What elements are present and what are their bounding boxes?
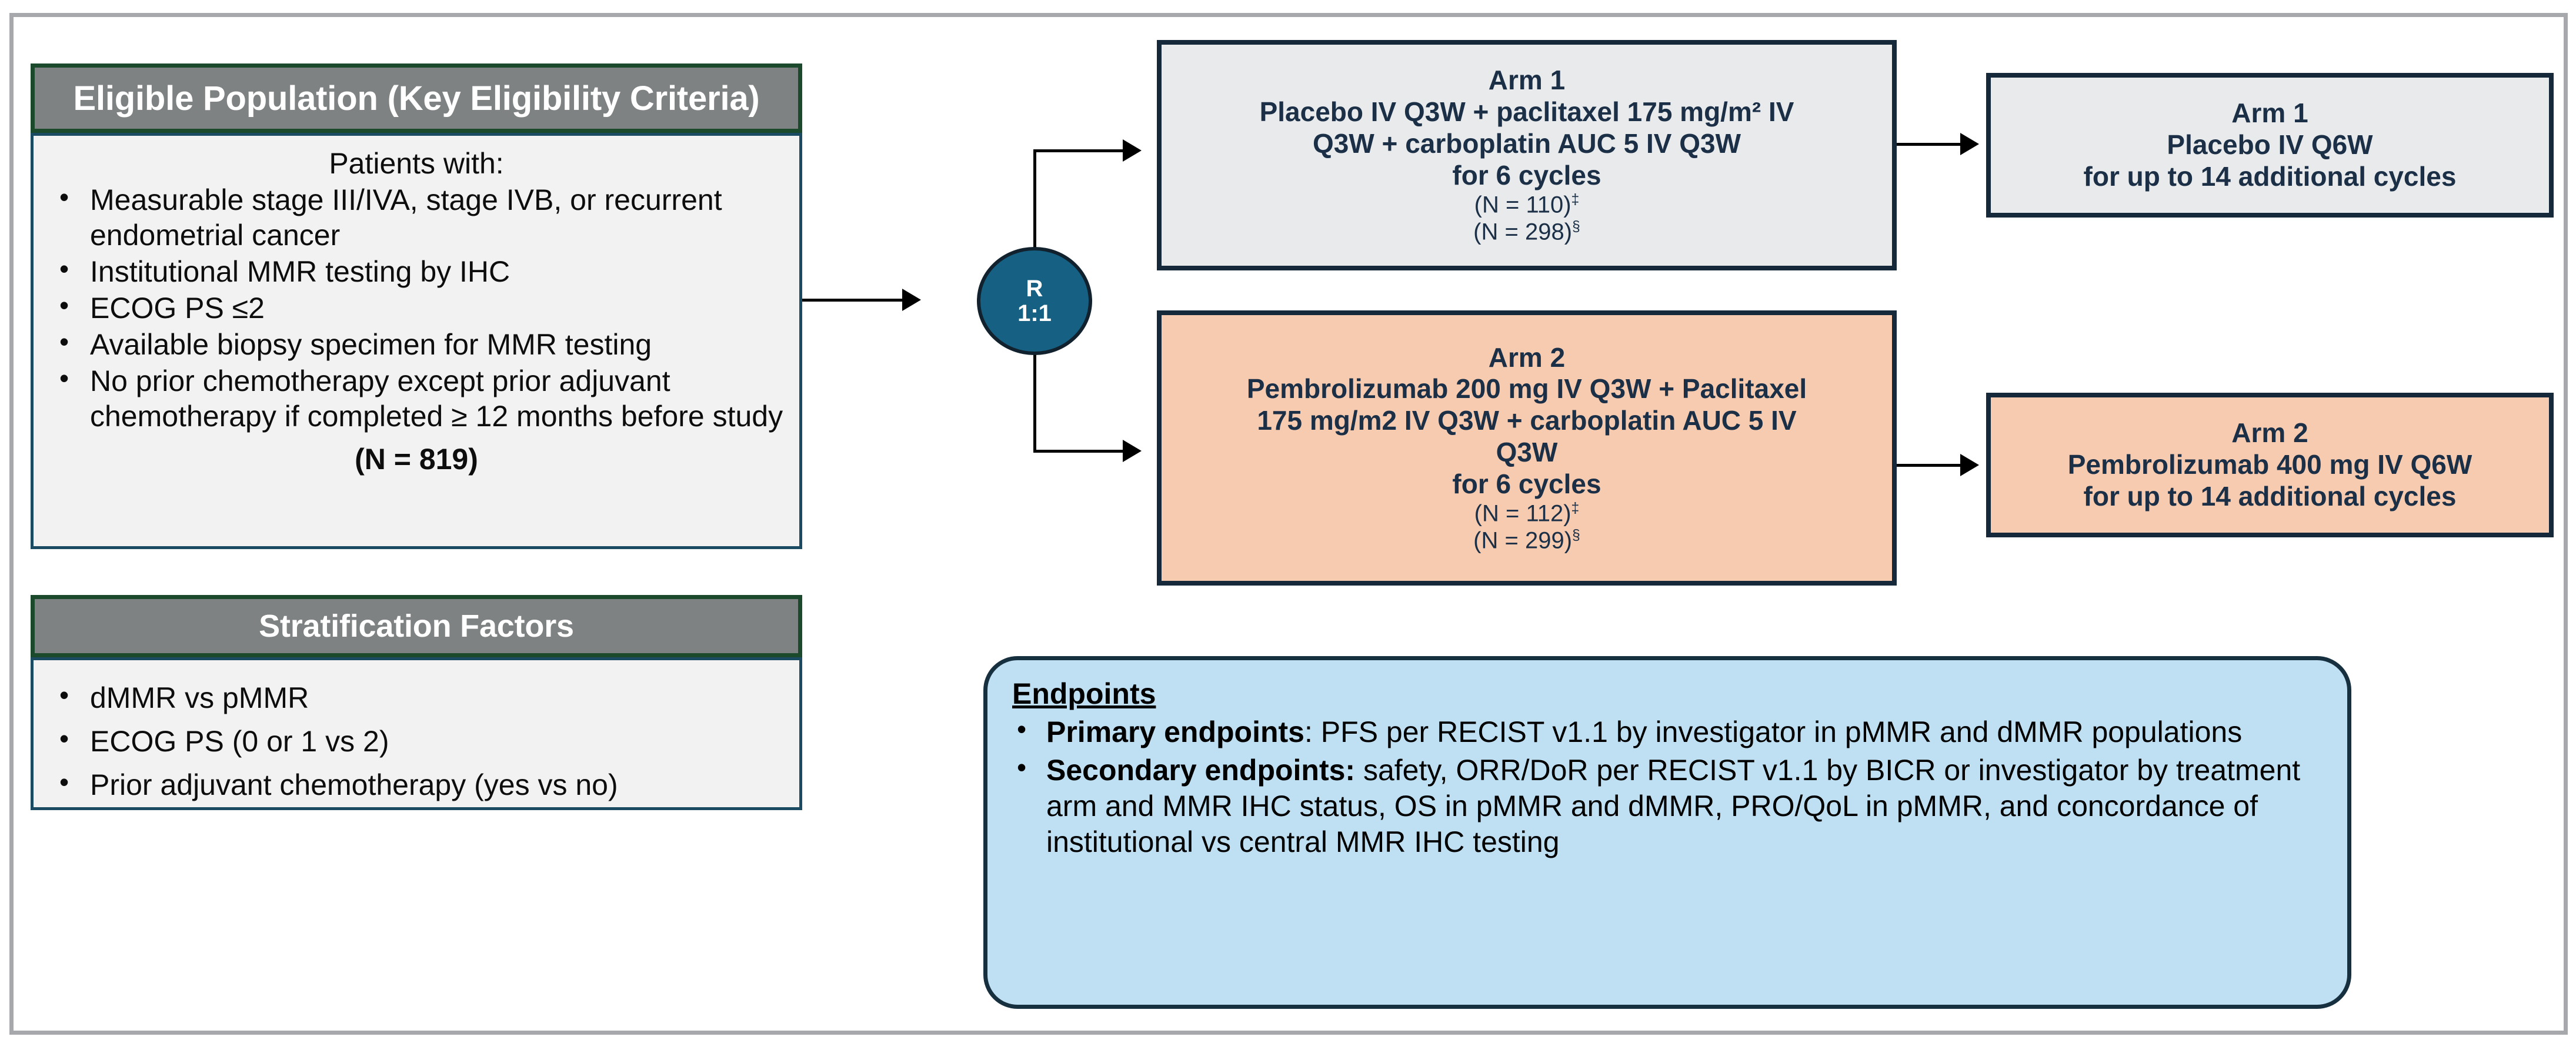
connector-randomization-to-arm1-horizontal (1033, 149, 1123, 152)
primary-endpoints-text: PFS per RECIST v1.1 by investigator in p… (1320, 715, 2243, 748)
arrow-head-icon (1123, 440, 1142, 462)
secondary-endpoints-text: safety, ORR/DoR per RECIST v1.1 by BICR … (1046, 754, 2301, 858)
list-item: ECOG PS ≤2 (49, 289, 784, 326)
arm2-regimen-line: Pembrolizumab 200 mg IV Q3W + Paclitaxel (1246, 373, 1807, 404)
arrow-head-icon (1123, 139, 1142, 162)
footnote-marker-double-dagger: ‡ (1571, 500, 1580, 516)
footnote-marker-double-dagger: ‡ (1571, 191, 1580, 208)
arm1-n-primary: (N = 110)‡ (1474, 191, 1580, 218)
eligible-population-header: Eligible Population (Key Eligibility Cri… (31, 63, 802, 133)
arm2-regimen-line: 175 mg/m2 IV Q3W + carboplatin AUC 5 IV (1257, 405, 1797, 436)
connector-randomization-to-arm2-horizontal (1033, 450, 1123, 453)
list-item: Secondary endpoints: safety, ORR/DoR per… (1010, 751, 2320, 860)
list-item: ECOG PS (0 or 1 vs 2) (49, 723, 784, 759)
list-item: Prior adjuvant chemotherapy (yes vs no) (49, 766, 784, 802)
randomization-ratio: 1:1 (1017, 300, 1052, 326)
connector-population-to-randomization (802, 299, 902, 302)
endpoints-title: Endpoints (1012, 677, 1156, 710)
eligibility-criteria-list: Measurable stage III/IVA, stage IVB, or … (49, 181, 784, 434)
list-item: Measurable stage III/IVA, stage IVB, or … (49, 181, 784, 253)
randomization-node: R 1:1 (977, 247, 1092, 355)
list-item: Available biopsy specimen for MMR testin… (49, 326, 784, 362)
connector-arm2-to-maintenance (1897, 464, 1960, 467)
arm2-treatment-box: Arm 2 Pembrolizumab 200 mg IV Q3W + Pacl… (1157, 310, 1897, 586)
stratification-factors-panel: dMMR vs pMMR ECOG PS (0 or 1 vs 2) Prior… (31, 657, 802, 810)
arm2-maintenance-box: Arm 2 Pembrolizumab 400 mg IV Q6W for up… (1986, 393, 2554, 537)
arm2-maintenance-line: for up to 14 additional cycles (2083, 480, 2457, 511)
connector-randomization-to-arm1-vertical (1033, 149, 1036, 250)
arm2-title: Arm 2 (1488, 342, 1566, 373)
endpoints-list: Primary endpoints: PFS per RECIST v1.1 b… (1010, 713, 2320, 860)
footnote-marker-section: § (1572, 218, 1580, 235)
arm1-maintenance-line: Placebo IV Q6W (2167, 129, 2373, 160)
secondary-endpoints-label: Secondary endpoints: (1046, 754, 1356, 787)
randomization-letter: R (1026, 276, 1043, 302)
arrow-head-icon (1960, 454, 1979, 476)
arm2-regimen-line: for 6 cycles (1452, 468, 1601, 499)
arrow-head-icon (1960, 133, 1979, 155)
arm1-maintenance-title: Arm 1 (2231, 98, 2308, 129)
arm2-n-primary: (N = 112)‡ (1474, 500, 1580, 526)
stratification-factors-header: Stratification Factors (31, 595, 802, 657)
arm2-regimen-line: Q3W (1496, 436, 1558, 467)
endpoints-box: Endpoints Primary endpoints: PFS per REC… (983, 656, 2351, 1009)
eligible-population-total-n: (N = 819) (355, 443, 478, 476)
primary-endpoints-label: Primary endpoints (1046, 715, 1304, 748)
arm1-n-secondary: (N = 298)§ (1473, 218, 1580, 245)
list-item: dMMR vs pMMR (49, 679, 784, 715)
arrow-head-icon (902, 289, 921, 311)
arm2-maintenance-line: Pembrolizumab 400 mg IV Q6W (2067, 449, 2472, 480)
arm1-treatment-box: Arm 1 Placebo IV Q3W + paclitaxel 175 mg… (1157, 40, 1897, 270)
eligible-population-intro: Patients with: (329, 147, 504, 180)
eligible-population-panel: Patients with: Measurable stage III/IVA,… (31, 133, 802, 549)
list-item: No prior chemotherapy except prior adjuv… (49, 362, 784, 434)
arm1-maintenance-line: for up to 14 additional cycles (2083, 160, 2457, 192)
arm1-title: Arm 1 (1488, 65, 1566, 96)
arm1-regimen-line: Placebo IV Q3W + paclitaxel 175 mg/m² IV (1259, 96, 1794, 128)
connector-arm1-to-maintenance (1897, 143, 1960, 146)
arm1-regimen-line: Q3W + carboplatin AUC 5 IV Q3W (1312, 128, 1741, 159)
arm1-maintenance-box: Arm 1 Placebo IV Q6W for up to 14 additi… (1986, 73, 2554, 218)
stratification-factors-list: dMMR vs pMMR ECOG PS (0 or 1 vs 2) Prior… (49, 679, 784, 802)
arm1-regimen-line: for 6 cycles (1452, 159, 1601, 190)
arm2-n-secondary: (N = 299)§ (1473, 527, 1580, 553)
footnote-marker-section: § (1572, 527, 1580, 543)
list-item: Institutional MMR testing by IHC (49, 253, 784, 289)
list-item: Primary endpoints: PFS per RECIST v1.1 b… (1010, 713, 2320, 750)
arm2-maintenance-title: Arm 2 (2231, 417, 2308, 449)
connector-randomization-to-arm2-vertical (1033, 352, 1036, 453)
slide-frame (9, 13, 2568, 1035)
